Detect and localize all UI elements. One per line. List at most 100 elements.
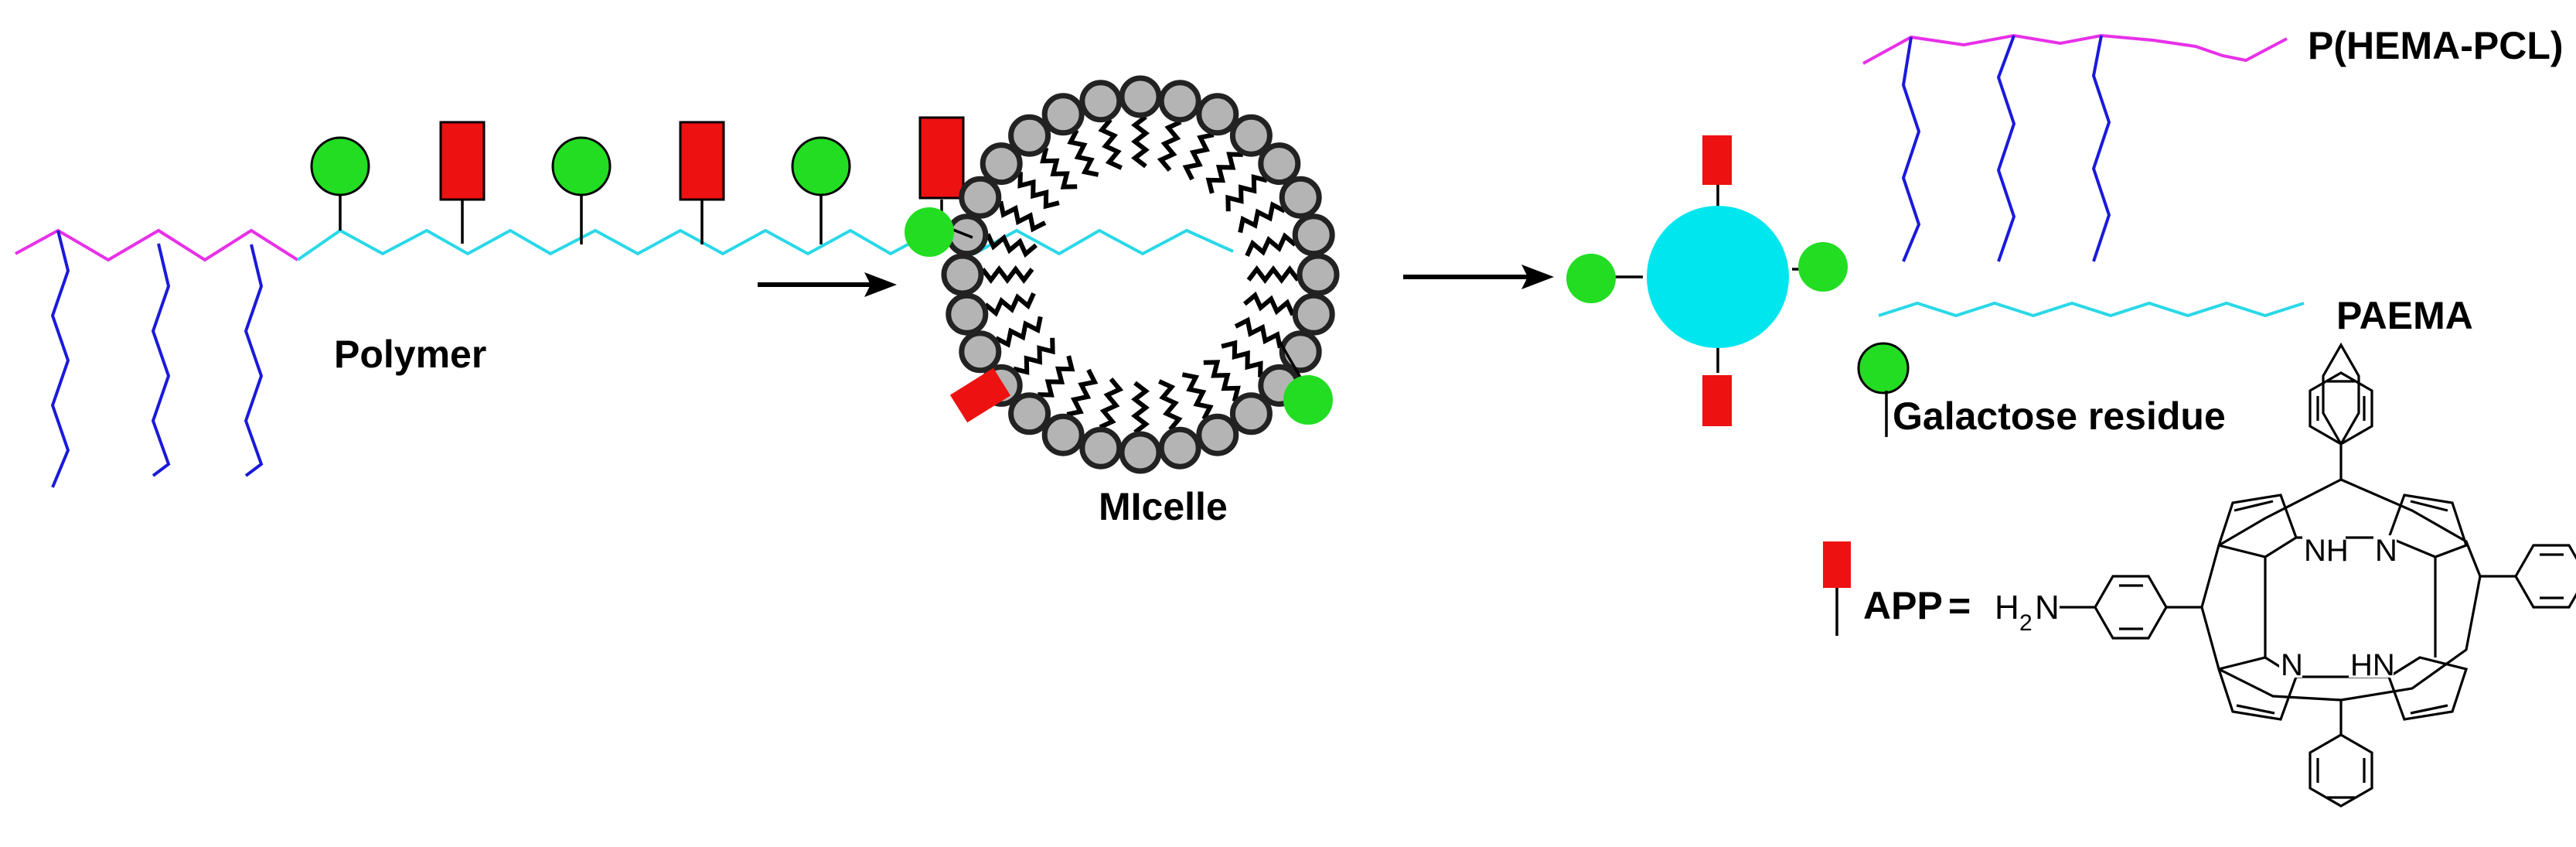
- lipid-head: [980, 142, 1023, 186]
- lipid-head: [1119, 75, 1162, 118]
- lipid-head: [946, 292, 989, 336]
- pyrrole-n-left: N: [2281, 648, 2303, 682]
- lipid-head: [1008, 392, 1051, 435]
- lipid-head: [1292, 213, 1335, 257]
- lipid-tail: [1017, 172, 1060, 210]
- lipid-head: [1229, 114, 1273, 157]
- lipid-head: [1119, 431, 1162, 474]
- pcl-side-chain-1: [50, 230, 70, 488]
- polymer-label: Polymer: [334, 333, 486, 376]
- lipid-tail: [1131, 114, 1150, 169]
- loaded-nanoparticle: [1566, 135, 1848, 426]
- lipid-tail: [994, 316, 1043, 348]
- lipid-head: [1292, 292, 1335, 336]
- galactose-on-micelle: [1283, 375, 1333, 425]
- lipid-tail: [1157, 119, 1182, 172]
- lipid-head: [1158, 426, 1201, 470]
- lipid-head: [1158, 80, 1201, 123]
- app-pendant: [439, 121, 486, 201]
- lipid-tail: [1038, 355, 1075, 398]
- lipid-tail: [983, 292, 1036, 317]
- lipid-head: [1297, 253, 1340, 296]
- lipid-tail: [1182, 132, 1215, 181]
- lipid-tail: [1013, 337, 1055, 375]
- lipid-tail: [1131, 381, 1150, 435]
- lipid-tail: [1158, 379, 1183, 432]
- lipid-head: [1196, 413, 1239, 456]
- lipid-head: [959, 330, 1002, 374]
- lipid-tail: [1203, 360, 1241, 402]
- legend-galactose-label: Galactose residue: [1893, 394, 2226, 438]
- lipid-head: [1079, 80, 1123, 123]
- galactose-on-micelle: [905, 207, 954, 257]
- lipid-tail: [1098, 118, 1123, 170]
- pyrrole-n-right: N: [2375, 534, 2397, 568]
- lipid-tail: [1067, 128, 1099, 177]
- reaction-arrow-1: [758, 272, 897, 297]
- amine-n: N: [2035, 589, 2060, 627]
- reaction-arrow-2: [1403, 265, 1554, 289]
- lipid-head: [1279, 330, 1322, 374]
- lipid-tail: [985, 233, 1038, 258]
- polymer-structure: Polymer: [15, 116, 1234, 488]
- app-on-particle: [1702, 135, 1732, 185]
- legend-pcl-chain-3: [2091, 35, 2111, 262]
- lipid-head: [1079, 426, 1123, 470]
- legend-hema-backbone: [1862, 33, 2288, 65]
- lipid-tail: [980, 265, 1034, 284]
- lipid-tail: [1205, 152, 1243, 194]
- lipid-tail: [1099, 377, 1124, 430]
- micelle-core: [1647, 206, 1789, 348]
- lipid-head: [1041, 93, 1085, 136]
- lipid-head: [1041, 413, 1085, 456]
- legend-paema-label: PAEMA: [2336, 294, 2473, 337]
- lipid-tail: [1040, 147, 1078, 190]
- micelle: MIcelle: [905, 75, 1340, 528]
- lipid-tail: [1181, 372, 1214, 421]
- app-pendant: [679, 121, 725, 201]
- legend-paema-backbone: [1878, 301, 2305, 318]
- lipid-tail: [1234, 316, 1283, 349]
- pyrrole-hn-bottom: HN: [2350, 648, 2395, 682]
- pcl-side-chain-3: [244, 244, 264, 477]
- legend-app-label: APP: [1863, 584, 1943, 627]
- lipid-head: [1229, 392, 1273, 435]
- lipid-tail: [1242, 291, 1296, 316]
- app-pendant: [918, 116, 965, 200]
- lipid-tail: [998, 200, 1047, 233]
- lipid-head: [1196, 93, 1239, 136]
- galactose-on-particle: [1566, 254, 1616, 303]
- galactose-pendant: [551, 136, 612, 196]
- lipid-head: [1279, 176, 1322, 219]
- amine-subscript: 2: [2019, 610, 2033, 636]
- legend-galactose-icon: [1857, 342, 1910, 394]
- polymer-pendants: [339, 193, 943, 244]
- app-on-micelle: [949, 367, 1011, 423]
- galactose-pendant: [791, 136, 851, 196]
- lipid-tail: [1245, 232, 1297, 257]
- legend: P(HEMA-PCL) PAEMA Galactose residue APP …: [1823, 24, 2564, 636]
- lipid-head: [959, 176, 1002, 219]
- paema-backbone: [296, 228, 1234, 261]
- lipid-tail: [1246, 265, 1300, 284]
- pyrrole-nh-top: NH: [2304, 534, 2349, 568]
- pcl-side-chain-2: [151, 243, 171, 477]
- lipid-tail: [1225, 174, 1268, 212]
- lipid-head: [1008, 114, 1051, 157]
- legend-hema-pcl-label: P(HEMA-PCL): [2308, 24, 2564, 67]
- app-porphyrin-structure: H 2 N NH N: [1995, 342, 2576, 808]
- galactose-on-particle: [1798, 242, 1848, 292]
- app-on-particle: [1702, 375, 1732, 426]
- lipid-tail: [1221, 340, 1263, 377]
- lipid-head: [941, 253, 984, 296]
- galactose-pendant: [310, 136, 370, 196]
- micelle-lipid-tails: [980, 114, 1300, 435]
- lipid-tail: [1238, 201, 1286, 234]
- amine-h: H: [1995, 589, 2019, 627]
- lipid-tail: [1066, 368, 1099, 417]
- micelle-label: MIcelle: [1099, 485, 1228, 528]
- legend-app-icon: [1823, 541, 1851, 588]
- legend-pcl-chain-2: [1996, 35, 2016, 262]
- legend-pcl-chain-1: [1901, 36, 1921, 262]
